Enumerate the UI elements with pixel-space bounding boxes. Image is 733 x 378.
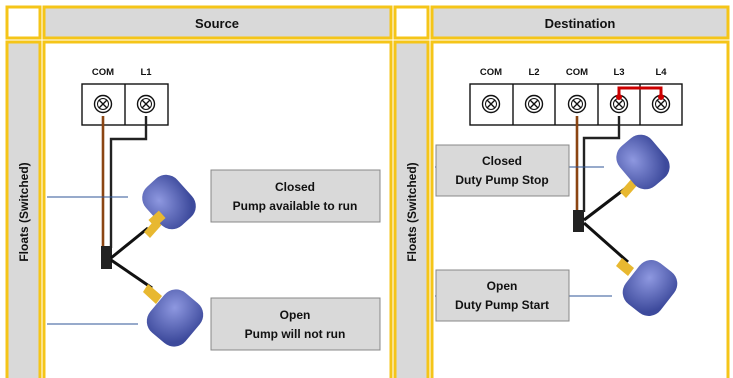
destination-callout-open [435, 269, 570, 322]
destination-header: Destination [545, 16, 616, 31]
destination-header-cell [430, 5, 730, 40]
destination-terminal-label: L3 [613, 67, 624, 78]
source-terminal-label: L1 [140, 67, 152, 78]
destination-terminal-label: COM [480, 67, 502, 78]
source-header: Source [195, 16, 239, 31]
callout-text: Pump available to run [233, 199, 358, 213]
callout-text: Pump will not run [245, 327, 346, 341]
callout-title: Closed [482, 154, 522, 168]
right-side-label-cell [393, 40, 430, 378]
left-corner-cell [5, 5, 42, 40]
callout-title: Open [487, 279, 518, 293]
terminal-screw-icon [481, 94, 501, 114]
terminal-screw-icon [567, 94, 587, 114]
float-switch-open-icon [143, 284, 204, 347]
callout-title: Closed [275, 180, 315, 194]
jumper-link [617, 86, 663, 97]
source-header-cell [42, 5, 393, 40]
terminal-screw-icon [136, 94, 156, 114]
source-callout-closed [210, 169, 381, 223]
float-switch-closed-icon [142, 174, 196, 238]
left-side-label: Floats (Switched) [17, 162, 31, 261]
right-corner-cell [393, 5, 430, 40]
callout-title: Open [280, 308, 311, 322]
terminal-screw-icon [524, 94, 544, 114]
destination-terminal-label: L2 [528, 67, 539, 78]
callout-text: Duty Pump Stop [455, 173, 548, 187]
destination-terminal-label: L4 [655, 67, 667, 78]
source-callout-open [210, 297, 381, 351]
source-terminal-label: COM [92, 67, 114, 78]
wire-black [109, 116, 148, 248]
cable-junction [101, 246, 112, 269]
float-switch-open-icon [616, 258, 678, 316]
cable-junction [573, 210, 584, 232]
right-side-label: Floats (Switched) [405, 162, 419, 261]
callout-text: Duty Pump Start [455, 298, 549, 312]
wire-black [582, 116, 621, 212]
destination-terminal-label: COM [566, 67, 588, 78]
float-switch-closed-icon [616, 134, 670, 198]
left-side-label-cell [5, 40, 42, 378]
terminal-screw-icon [93, 94, 113, 114]
destination-callout-closed [435, 144, 570, 197]
